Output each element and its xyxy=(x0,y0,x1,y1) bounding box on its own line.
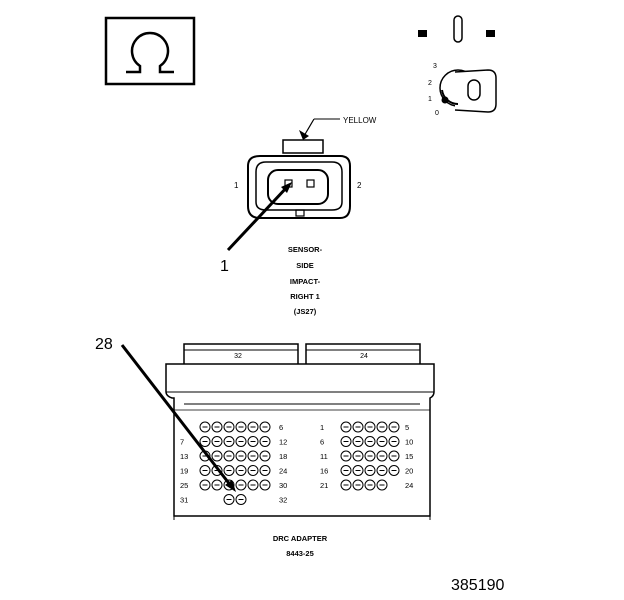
pin-row-end-label: 5 xyxy=(405,423,409,432)
ohm-icon xyxy=(126,31,174,74)
ohmmeter-symbol xyxy=(104,16,196,86)
connector-caption-line-3: IMPACT- xyxy=(290,277,321,286)
pin-row-start-label: 31 xyxy=(180,496,188,505)
terminal-2 xyxy=(306,179,315,188)
right-tab-label: 24 xyxy=(360,353,368,360)
key-position-0: 0 xyxy=(435,110,439,117)
pin-row-start-label: 13 xyxy=(180,452,188,461)
connector-caption-line-5: (JS27) xyxy=(294,307,317,316)
separator-icon xyxy=(453,15,463,43)
adapter-caption-line-2: 8443-25 xyxy=(286,549,314,558)
callout-adapter-pin: 28 xyxy=(95,336,113,353)
pin-row-end-label: 10 xyxy=(405,438,413,447)
connector-caption-line-4: RIGHT 1 xyxy=(290,292,320,301)
pin-label-right: 2 xyxy=(357,181,362,190)
wire-color-label: YELLOW xyxy=(343,116,377,125)
ignition-indicator: 3 2 1 0 xyxy=(418,15,497,117)
key-position-2: 2 xyxy=(428,80,432,87)
pin-row-start-label: 7 xyxy=(180,438,184,447)
pin-row-start-label: 16 xyxy=(320,467,328,476)
ignition-key-icon xyxy=(439,69,497,113)
figure-number: 385190 xyxy=(451,577,504,594)
separator-icon xyxy=(418,30,427,37)
callout-connector-pin: 1 xyxy=(220,258,229,275)
pin-row-end-label: 6 xyxy=(279,423,283,432)
pin-row-end-label: 32 xyxy=(279,496,287,505)
pin-label-left: 1 xyxy=(234,181,239,190)
adapter-caption-line-1: DRC ADAPTER xyxy=(273,534,328,543)
left-tab-label: 32 xyxy=(234,353,242,360)
sensor-connector: YELLOW 1 2 1 SENSOR- SIDE IMPACT- RIGHT … xyxy=(220,116,377,316)
pin-row-end-label: 18 xyxy=(279,452,287,461)
pin-row-start-label: 19 xyxy=(180,467,188,476)
pin-row-end-label: 12 xyxy=(279,438,287,447)
pin-row-start-label: 1 xyxy=(320,423,324,432)
key-position-3: 3 xyxy=(433,63,437,70)
pin-row-start-label: 25 xyxy=(180,481,188,490)
key-position-1: 1 xyxy=(428,96,432,103)
connector-caption-line-2: SIDE xyxy=(296,261,314,270)
pin-row-end-label: 30 xyxy=(279,481,287,490)
pin-row-end-label: 24 xyxy=(405,481,413,490)
separator-icon xyxy=(486,30,495,37)
pin-row-end-label: 15 xyxy=(405,452,413,461)
connector-caption-line-1: SENSOR- xyxy=(288,245,323,254)
pin-row-start-label: 11 xyxy=(320,452,328,461)
pin-row-end-label: 24 xyxy=(279,467,287,476)
pin-row-start-label: 21 xyxy=(320,481,328,490)
pin-row-end-label: 20 xyxy=(405,467,413,476)
pin-row-start-label: 6 xyxy=(320,438,324,447)
